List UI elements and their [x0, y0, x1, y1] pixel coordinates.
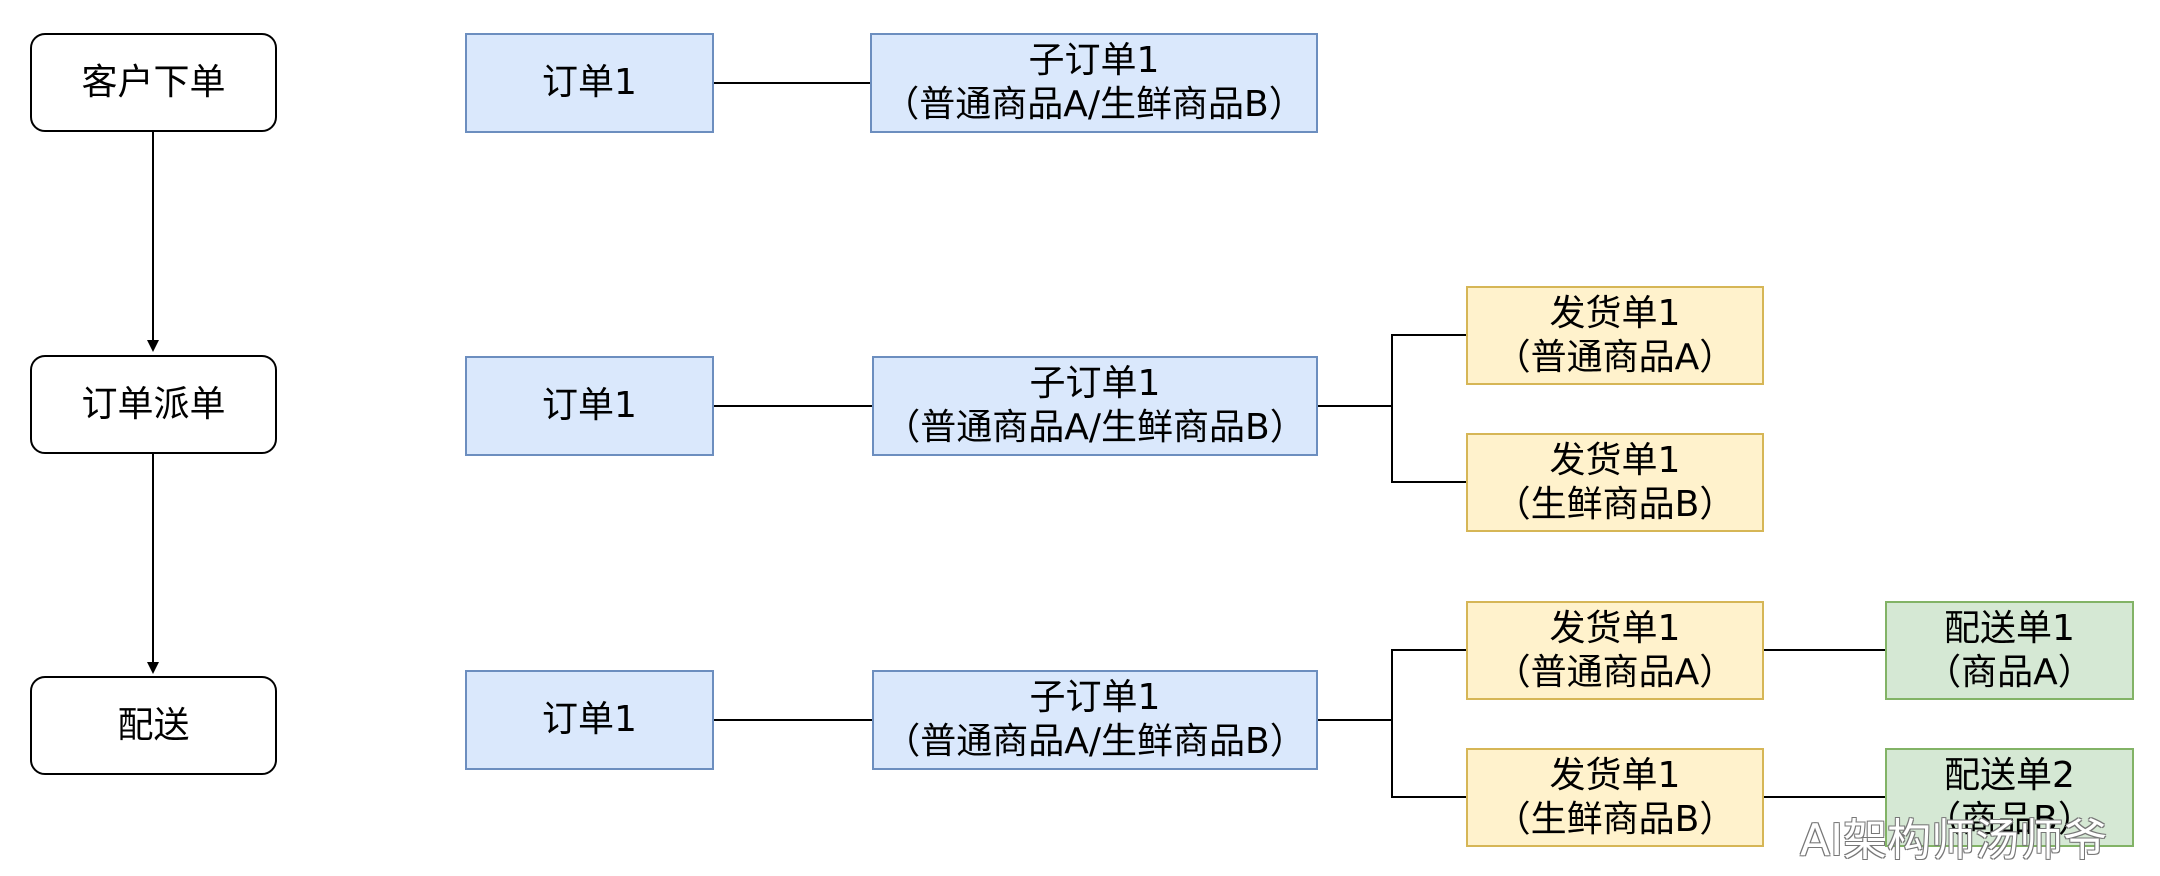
suborder-title: 子订单1: [1029, 363, 1161, 405]
row3-suborder-box: 子订单1 （普通商品A/生鲜商品B）: [872, 670, 1318, 770]
suborder-items: （普通商品A/生鲜商品B）: [884, 721, 1306, 762]
delivery-title: 配送单2: [1944, 754, 2075, 796]
watermark-text: AI架构师汤师爷: [1800, 815, 2108, 866]
row2-suborder-shipment-connector-a: [1318, 334, 1466, 407]
row3-delivery-box-a: 配送单1 （商品A）: [1885, 601, 2134, 700]
suborder-items: （普通商品A/生鲜商品B）: [884, 407, 1306, 448]
shipment-items: （生鲜商品B）: [1494, 483, 1736, 525]
row1-suborder-box: 子订单1 （普通商品A/生鲜商品B）: [870, 33, 1318, 133]
row2-suborder-box: 子订单1 （普通商品A/生鲜商品B）: [872, 356, 1318, 456]
order-label: 订单1: [542, 699, 637, 741]
row3-suborder-shipment-connector-a: [1318, 649, 1466, 721]
row2-shipment-box-a: 发货单1 （普通商品A）: [1466, 286, 1764, 385]
row2-order-box: 订单1: [465, 356, 714, 456]
suborder-items: （普通商品A/生鲜商品B）: [883, 84, 1305, 125]
order-label: 订单1: [542, 385, 637, 427]
step-delivery: 配送: [30, 676, 277, 775]
row2-shipment-box-b: 发货单1 （生鲜商品B）: [1466, 433, 1764, 532]
order-label: 订单1: [542, 62, 637, 104]
row3-shipment-box-b: 发货单1 （生鲜商品B）: [1466, 748, 1764, 847]
shipment-items: （普通商品A）: [1494, 336, 1736, 378]
row1-order-box: 订单1: [465, 33, 714, 133]
step-order-dispatch: 订单派单: [30, 355, 277, 454]
delivery-items: （商品B）: [1925, 798, 2094, 840]
shipment-items: （普通商品A）: [1494, 651, 1736, 693]
shipment-title: 发货单1: [1549, 607, 1681, 649]
row3-delivery-box-b: 配送单2 （商品B）: [1885, 748, 2134, 847]
suborder-title: 子订单1: [1029, 677, 1161, 719]
step-customer-order: 客户下单: [30, 33, 277, 132]
step-label: 订单派单: [81, 383, 226, 425]
shipment-title: 发货单1: [1549, 292, 1681, 334]
row3-suborder-shipment-connector-b: [1391, 720, 1466, 798]
shipment-items: （生鲜商品B）: [1494, 798, 1736, 840]
row3-shipment-box-a: 发货单1 （普通商品A）: [1466, 601, 1764, 700]
row2-suborder-shipment-connector-b: [1391, 406, 1466, 483]
step-label: 配送: [117, 704, 190, 746]
delivery-title: 配送单1: [1944, 607, 2075, 649]
row3-order-box: 订单1: [465, 670, 714, 770]
delivery-items: （商品A）: [1925, 651, 2094, 693]
step-label: 客户下单: [81, 61, 226, 103]
suborder-title: 子订单1: [1028, 40, 1160, 82]
shipment-title: 发货单1: [1549, 439, 1681, 481]
shipment-title: 发货单1: [1549, 754, 1681, 796]
